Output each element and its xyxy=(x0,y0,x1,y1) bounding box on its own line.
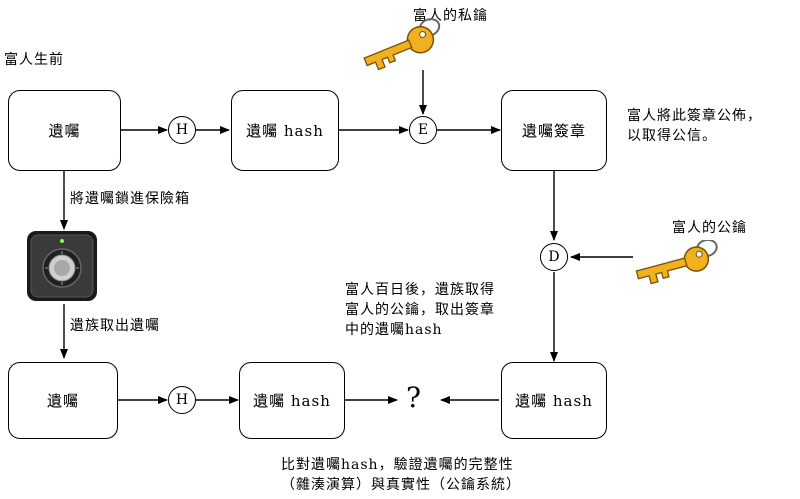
label-public-key: 富人的公鑰 xyxy=(672,220,747,236)
decrypt-node: D xyxy=(540,243,568,271)
will-hash-box-top: 遺囑 hash xyxy=(231,90,339,171)
label-heirs-take-out: 遺族取出遺囑 xyxy=(70,318,160,334)
label-after-hundred-days: 富人百日後，遺族取得 富人的公鑰，取出簽章 中的遺囑hash xyxy=(345,282,495,338)
hash-node-bottom: H xyxy=(168,386,196,414)
safe-icon xyxy=(27,231,97,301)
hash-node-top: H xyxy=(168,116,196,144)
will-hash-box-bottom: 遺囑 hash xyxy=(239,362,345,439)
label-publish-signature: 富人將此簽章公佈， 以取得公信。 xyxy=(627,108,762,144)
label-lock-in-safe: 將遺囑鎖進保險箱 xyxy=(70,191,190,207)
will-hash-decrypted-box: 遺囑 hash xyxy=(501,362,607,439)
label-before-death: 富人生前 xyxy=(4,52,64,68)
key-icon xyxy=(635,240,718,285)
encrypt-node: E xyxy=(409,116,437,144)
label-compare: 比對遺囑hash，驗證遺囑的完整性 （雜湊演算）與真實性（公鑰系統） xyxy=(281,457,521,493)
key-icon xyxy=(363,18,441,71)
will-box-bottom: 遺囑 xyxy=(8,362,118,439)
will-box-top: 遺囑 xyxy=(8,90,121,171)
will-signature-box: 遺囑簽章 xyxy=(501,90,607,171)
question-mark: ? xyxy=(406,381,423,414)
